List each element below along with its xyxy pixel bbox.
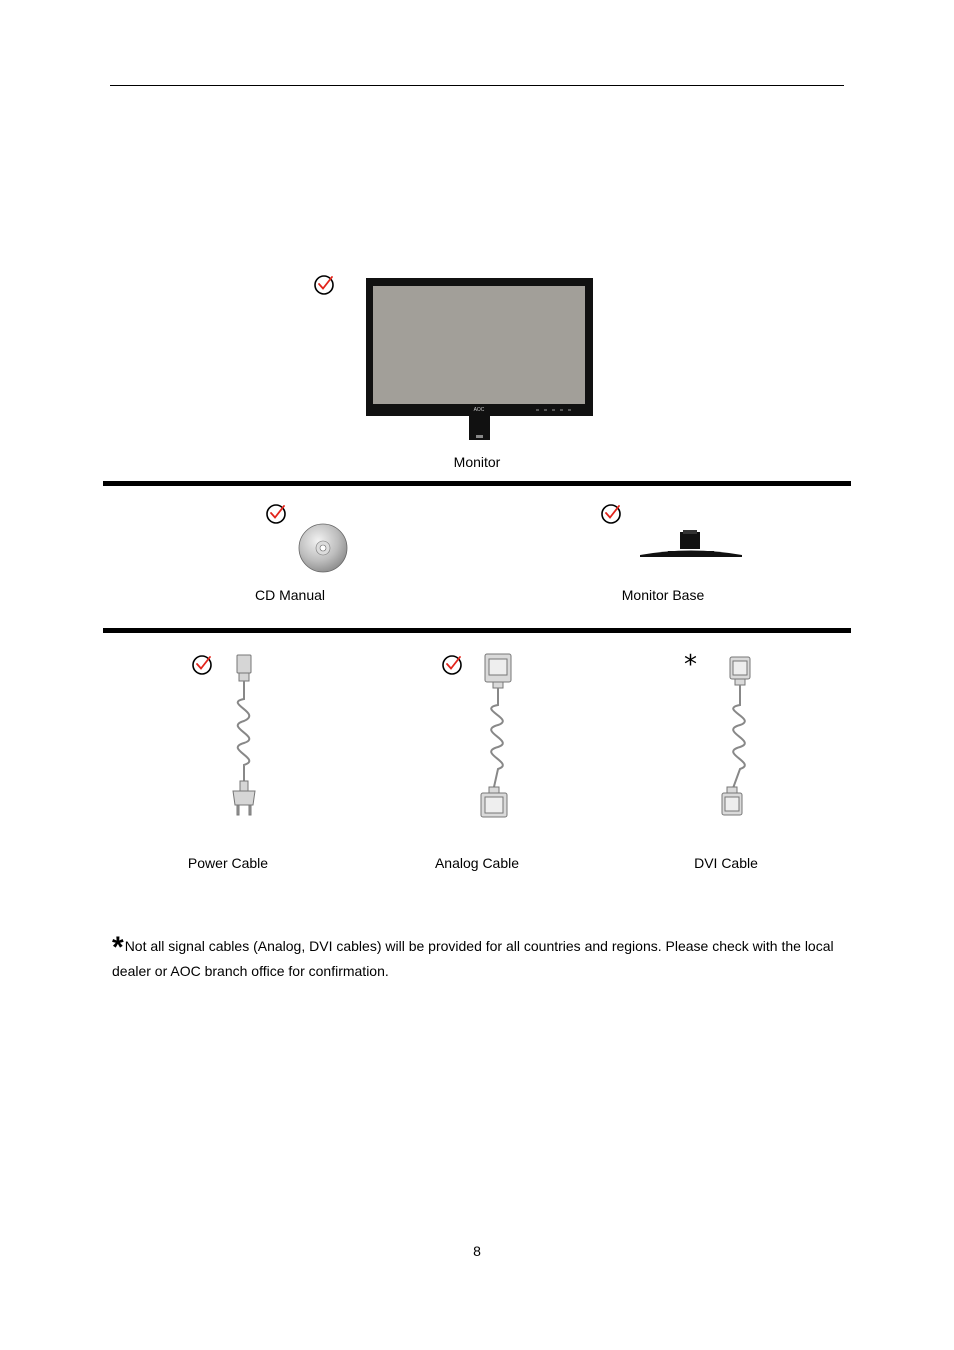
monitor-label: Monitor: [453, 454, 501, 470]
footnote: *Not all signal cables (Analog, DVI cabl…: [112, 931, 852, 984]
check-circle-icon: [265, 502, 289, 524]
analog-cable-image: [476, 653, 516, 818]
check-circle-icon: [313, 273, 337, 295]
check-circle-icon: [191, 653, 215, 675]
monitor-base-image: [638, 530, 744, 560]
power-cable-label: Power Cable: [187, 855, 269, 871]
section-divider: [103, 481, 851, 486]
monitor-logo: AOC: [474, 407, 485, 413]
check-circle-icon: [600, 502, 624, 524]
page-number: 8: [473, 1243, 481, 1259]
check-circle-icon: [441, 653, 465, 675]
monitor-image: AOC: [366, 278, 593, 442]
dvi-cable-image: [718, 653, 758, 818]
power-cable-image: [225, 653, 265, 818]
cd-disc-image: [298, 523, 348, 573]
analog-cable-label: Analog Cable: [434, 855, 520, 871]
monitor-base-label: Monitor Base: [621, 587, 705, 603]
asterisk-icon: *: [112, 931, 124, 964]
footnote-text: Not all signal cables (Analog, DVI cable…: [112, 938, 834, 979]
cd-manual-label: CD Manual: [254, 587, 326, 603]
asterisk-icon: *: [684, 650, 697, 680]
section-divider: [103, 628, 851, 633]
dvi-cable-label: DVI Cable: [694, 855, 758, 871]
header-rule: [110, 85, 844, 86]
